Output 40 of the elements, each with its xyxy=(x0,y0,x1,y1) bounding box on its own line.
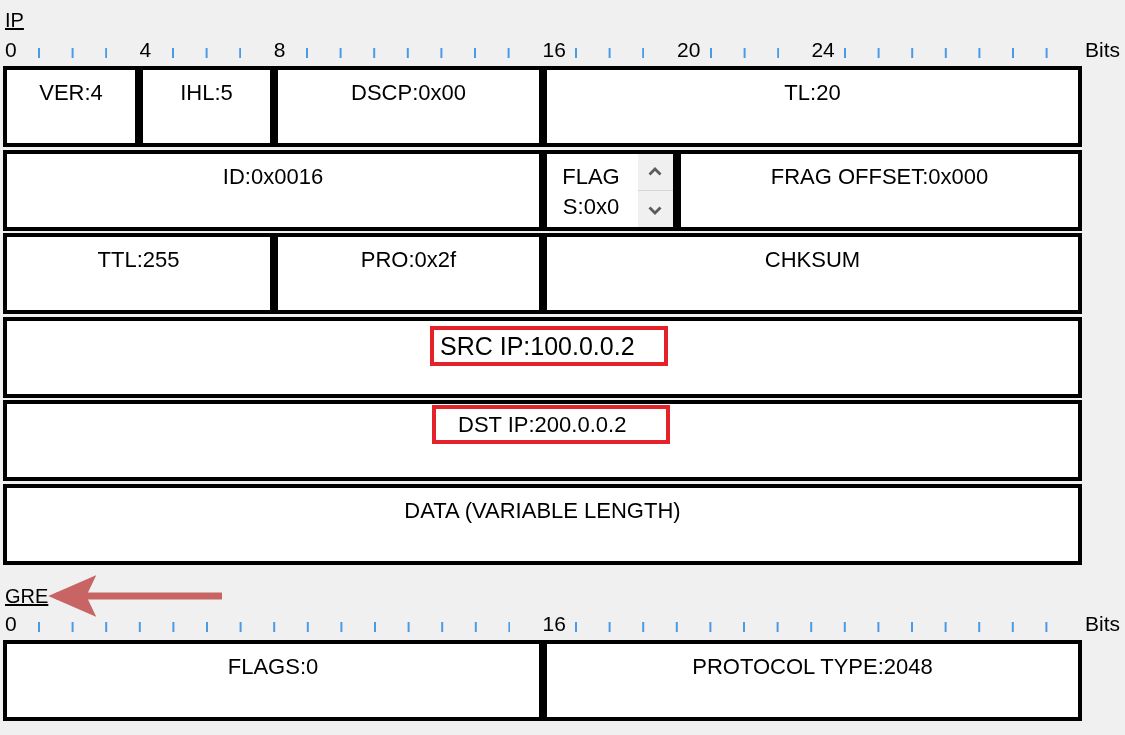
bit-number: 16 xyxy=(542,38,566,62)
header-field xyxy=(3,640,543,721)
bit-number: 0 xyxy=(5,38,17,62)
header-field xyxy=(543,66,1082,147)
header-field xyxy=(543,233,1082,314)
field-label: DSCP:0x00 xyxy=(351,80,466,106)
section-heading: GRE xyxy=(5,584,49,608)
field-label: TL:20 xyxy=(784,80,841,106)
field-label: TTL:255 xyxy=(97,247,180,273)
bit-number: 20 xyxy=(677,38,701,62)
field-label: ID:0x0016 xyxy=(222,164,324,190)
unit-label: Bits xyxy=(1085,38,1120,62)
field-label: FLAGS:0x0 xyxy=(561,163,621,221)
unit-label: Bits xyxy=(1085,612,1120,636)
bit-number: 24 xyxy=(811,38,835,62)
header-field xyxy=(3,150,543,231)
field-label: DATA (VARIABLE LENGTH) xyxy=(404,498,681,524)
field-label: FLAGS:0 xyxy=(227,654,319,680)
field-label: VER:4 xyxy=(39,80,103,106)
bit-number: 0 xyxy=(5,612,17,636)
highlight-box xyxy=(430,326,668,366)
field-label: CHKSUM xyxy=(764,247,861,273)
field-label: SRC IP:100.0.0.2 xyxy=(440,331,635,362)
bit-number: 4 xyxy=(139,38,152,62)
header-field xyxy=(543,640,1082,721)
highlight-box xyxy=(432,405,670,444)
field-label: DST IP:200.0.0.2 xyxy=(458,411,627,439)
header-field xyxy=(3,484,1082,565)
bit-number: 8 xyxy=(273,38,286,62)
bit-number: 16 xyxy=(542,612,566,636)
field-label: PROTOCOL TYPE:2048 xyxy=(692,654,933,680)
header-field xyxy=(3,317,1082,398)
header-field xyxy=(677,150,1082,231)
header-field xyxy=(3,66,139,147)
header-field xyxy=(3,233,274,314)
header-field xyxy=(3,400,1082,481)
field-label: PRO:0x2f xyxy=(360,247,457,273)
field-label: IHL:5 xyxy=(180,80,233,106)
field-label: FRAG OFFSET:0x000 xyxy=(770,164,989,190)
section-heading: IP xyxy=(5,8,24,32)
